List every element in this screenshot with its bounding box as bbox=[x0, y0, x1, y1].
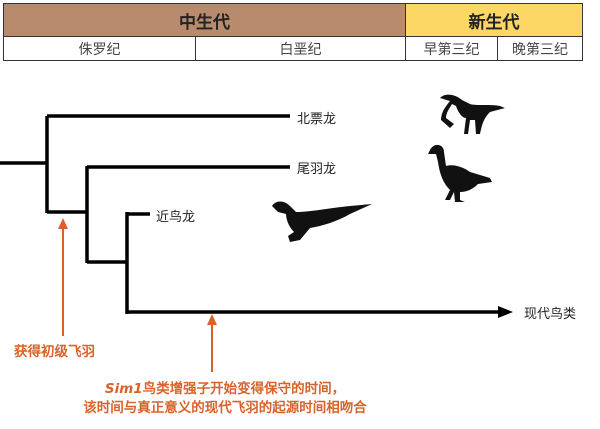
annotation-primary-feathers: 获得初级飞羽 bbox=[14, 344, 95, 360]
tree-branches bbox=[0, 114, 500, 314]
arrow-head-icon bbox=[498, 306, 513, 318]
taxon-caudipteryx: 尾羽龙 bbox=[297, 162, 337, 177]
sim1-gene-name: Sim1 bbox=[104, 381, 143, 397]
annotation-sim1-line2: 该时间与真正意义的现代飞羽的起源时间相吻合 bbox=[83, 400, 367, 416]
period-neogene: 晚第三纪 bbox=[497, 36, 583, 61]
taxon-anchiornis: 近鸟龙 bbox=[156, 210, 196, 225]
beipiaosaurus-silhouette-icon bbox=[440, 94, 505, 134]
era-mesozoic: 中生代 bbox=[3, 3, 406, 37]
annotation-sim1-line1: 鸟类增强子开始变得保守的时间， bbox=[142, 381, 346, 397]
taxon-beipiaosaurus: 北票龙 bbox=[297, 112, 337, 127]
annotation-sim1: Sim1鸟类增强子开始变得保守的时间， 该时间与真正意义的现代飞羽的起源时间相吻… bbox=[40, 380, 410, 418]
period-jurassic: 侏罗纪 bbox=[3, 36, 196, 61]
period-paleogene: 早第三纪 bbox=[405, 36, 498, 61]
taxon-modern-birds: 现代鸟类 bbox=[524, 307, 577, 322]
period-cretaceous: 白垩纪 bbox=[195, 36, 406, 61]
anchiornis-silhouette-icon bbox=[272, 201, 372, 242]
caudipteryx-silhouette-icon bbox=[428, 144, 492, 202]
